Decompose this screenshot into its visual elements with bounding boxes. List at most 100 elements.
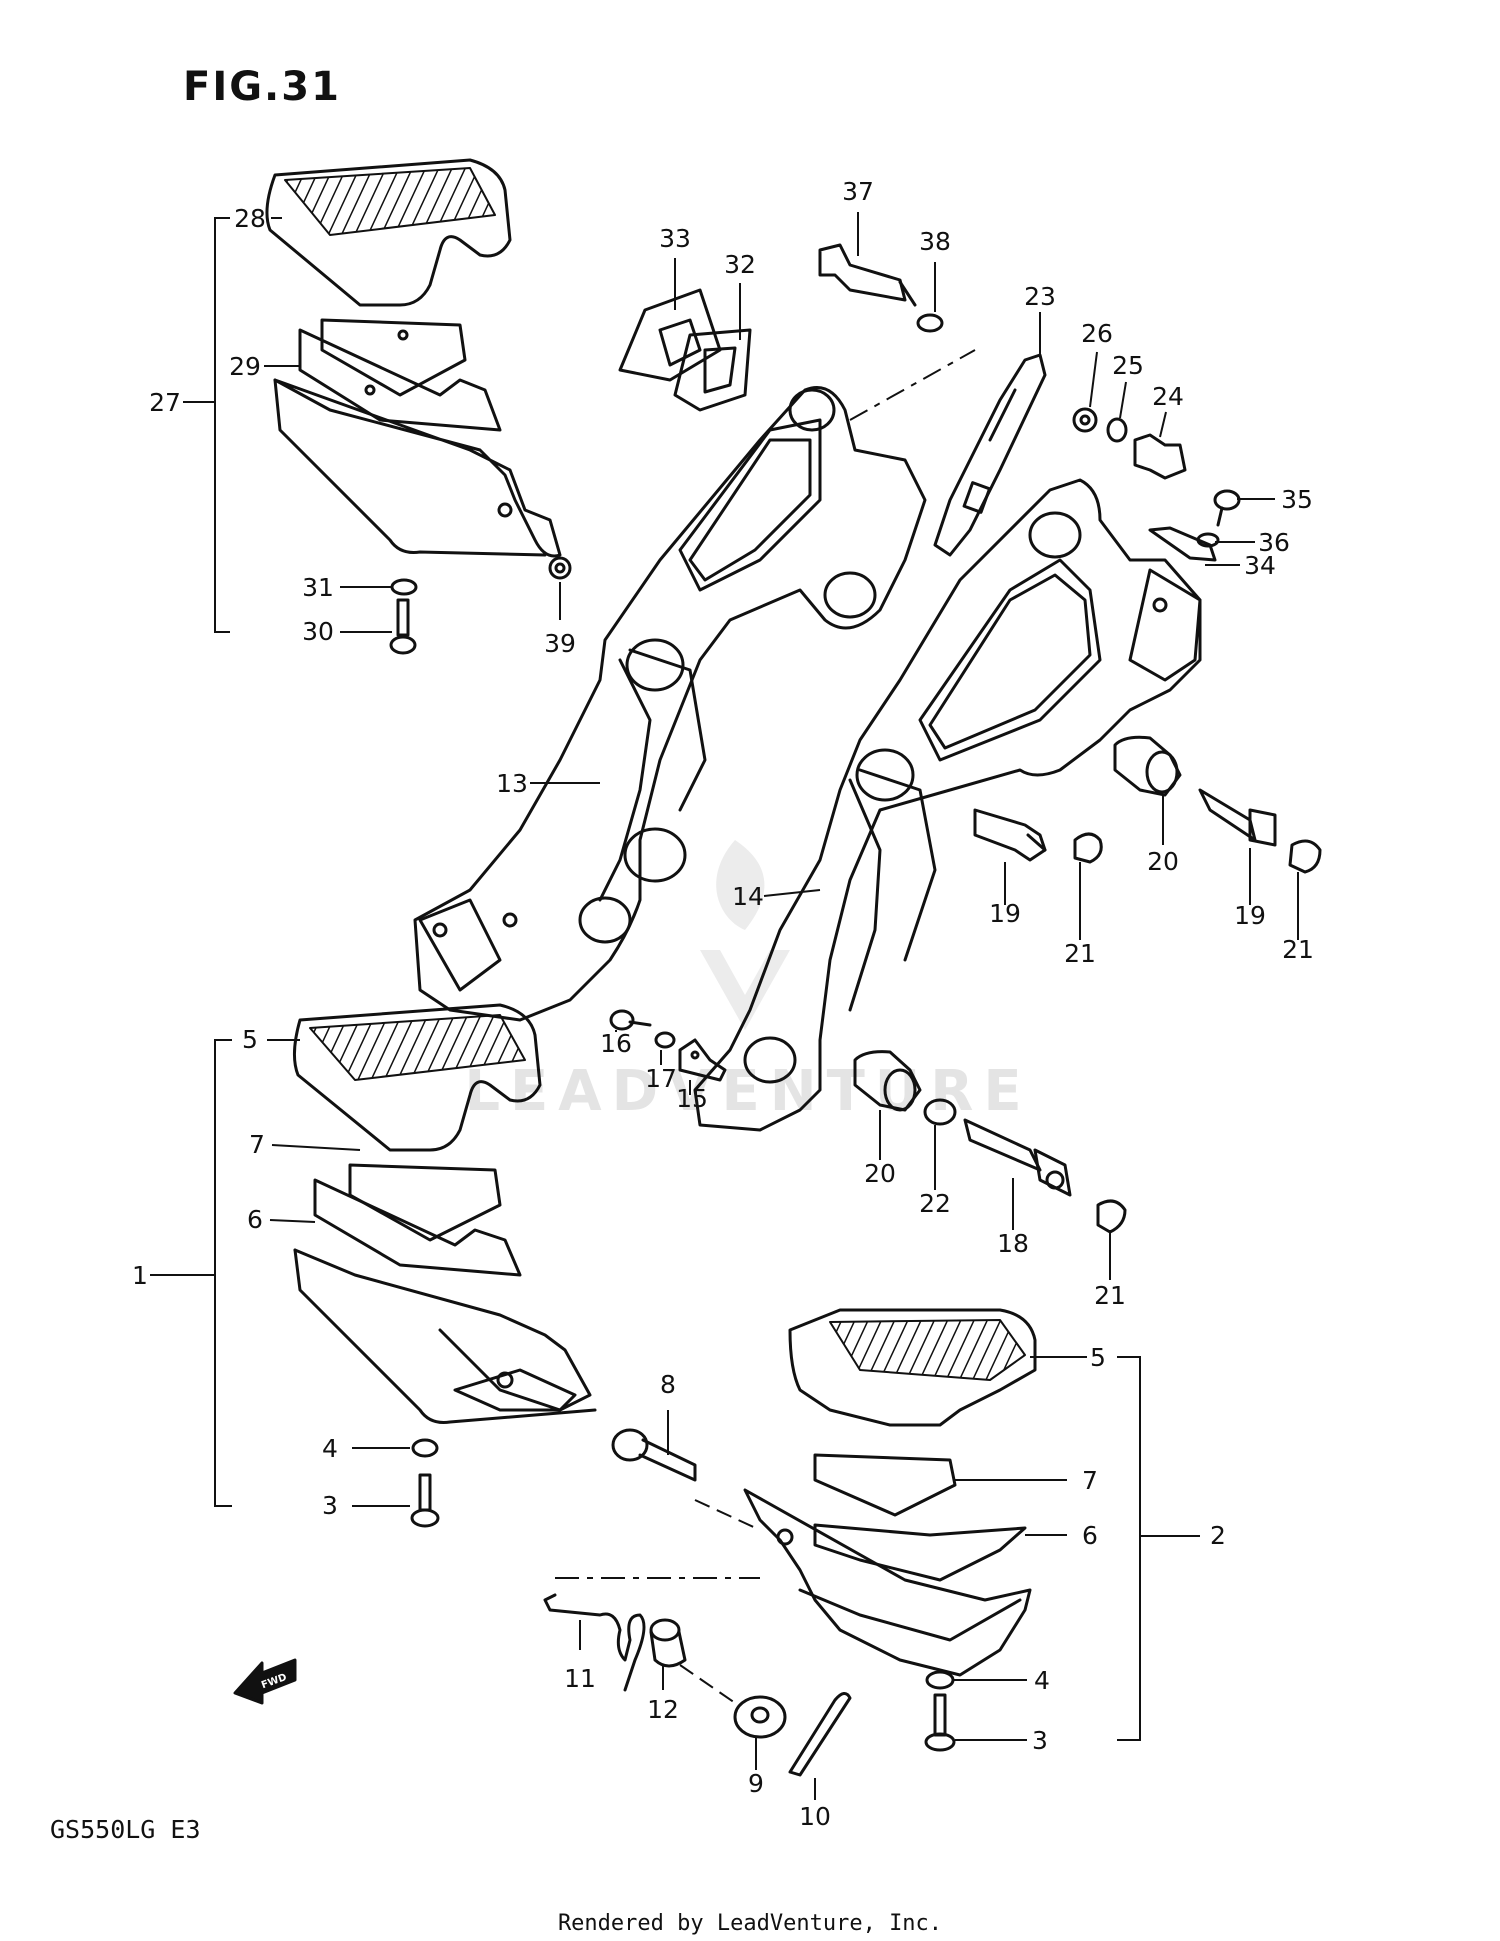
washer-4-right xyxy=(927,1672,953,1688)
footrest-plate-7-right xyxy=(815,1455,955,1515)
washer-25 xyxy=(1108,419,1126,441)
cap-21-c xyxy=(1098,1201,1125,1232)
callout-4-left: 4 xyxy=(322,1434,338,1463)
callout-5-left: 5 xyxy=(242,1025,258,1054)
callout-5-right: 5 xyxy=(1090,1343,1106,1372)
rendered-by-credit: Rendered by LeadVenture, Inc. xyxy=(558,1911,942,1936)
callout-17: 17 xyxy=(645,1064,677,1093)
footrest-bracket-14 xyxy=(695,480,1200,1130)
callout-23: 23 xyxy=(1024,282,1056,311)
callout-18: 18 xyxy=(997,1229,1029,1258)
washer-4-left xyxy=(413,1440,437,1456)
screw-35 xyxy=(1215,491,1239,525)
bolt-19-center xyxy=(975,810,1045,860)
callout-20-lower: 20 xyxy=(864,1159,896,1188)
spacer-20-lower xyxy=(855,1052,920,1110)
washer-31 xyxy=(392,580,416,594)
watermark: LEADVENTURE xyxy=(464,840,1031,1124)
callout-37: 37 xyxy=(842,177,874,206)
footrest-plate-6-right xyxy=(815,1525,1025,1580)
callout-7-left: 7 xyxy=(249,1130,265,1159)
washer-22 xyxy=(925,1100,955,1124)
footrest-assembly-2 xyxy=(745,1310,1035,1750)
cap-21-a xyxy=(1075,834,1101,862)
callout-14: 14 xyxy=(732,882,764,911)
footrest-plate-6-left xyxy=(315,1180,520,1275)
callout-22: 22 xyxy=(919,1189,951,1218)
callout-19-center: 19 xyxy=(989,899,1021,928)
footrest-plate-29 xyxy=(322,320,465,395)
leader-lines xyxy=(150,212,1299,1800)
nut-39 xyxy=(550,558,570,578)
callout-19-right: 19 xyxy=(1234,901,1266,930)
washer-9 xyxy=(735,1697,785,1737)
callout-34: 34 xyxy=(1244,551,1276,580)
callout-3-right: 3 xyxy=(1032,1726,1048,1755)
callout-1: 1 xyxy=(132,1261,148,1290)
callout-25: 25 xyxy=(1112,351,1144,380)
washer-17 xyxy=(656,1033,674,1047)
callout-32: 32 xyxy=(724,250,756,279)
washer-38 xyxy=(918,315,942,331)
callout-4-right: 4 xyxy=(1034,1666,1050,1695)
screw-30 xyxy=(391,600,415,653)
callout-9: 9 xyxy=(748,1769,764,1798)
callout-21-a: 21 xyxy=(1064,939,1096,968)
callout-29: 29 xyxy=(229,352,261,381)
spring-11 xyxy=(545,1595,644,1690)
pin-8 xyxy=(613,1430,695,1480)
callout-15: 15 xyxy=(676,1084,708,1113)
watermark-text: LEADVENTURE xyxy=(464,1059,1031,1124)
callout-16: 16 xyxy=(600,1029,632,1058)
callout-20-upper: 20 xyxy=(1147,847,1179,876)
pad-33 xyxy=(620,290,720,380)
cotter-pin-10 xyxy=(790,1693,850,1775)
callout-8: 8 xyxy=(660,1370,676,1399)
callout-38: 38 xyxy=(919,227,951,256)
bracket-34 xyxy=(1150,528,1215,560)
callout-39: 39 xyxy=(544,629,576,658)
spacer-20-upper xyxy=(1115,737,1180,795)
plate-23 xyxy=(935,355,1045,555)
bolt-18 xyxy=(965,1120,1070,1195)
model-code: GS550LG E3 xyxy=(50,1815,201,1844)
footrest-rubber-28 xyxy=(267,160,510,305)
callout-labels: 1 2 3 3 4 4 5 5 6 6 7 7 8 9 10 11 12 13 … xyxy=(132,177,1314,1831)
callout-6-right: 6 xyxy=(1082,1521,1098,1550)
footrest-assembly-1 xyxy=(294,1005,595,1526)
footrest-assembly-27 xyxy=(267,160,570,653)
footrest-rubber-5-left xyxy=(294,1005,540,1150)
callout-27: 27 xyxy=(149,388,181,417)
figure-title: FIG.31 xyxy=(183,64,341,110)
bolt-19-right xyxy=(1200,790,1275,845)
callout-21-c: 21 xyxy=(1094,1281,1126,1310)
cap-21-b xyxy=(1290,841,1320,872)
callout-21-b: 21 xyxy=(1282,935,1314,964)
bolt-24 xyxy=(1135,435,1185,478)
callout-31: 31 xyxy=(302,573,334,602)
callout-35: 35 xyxy=(1281,485,1313,514)
footrest-rubber-5-right xyxy=(790,1310,1035,1425)
callout-2: 2 xyxy=(1210,1521,1226,1550)
callout-13: 13 xyxy=(496,769,528,798)
bracket-15 xyxy=(680,1040,725,1080)
callout-33: 33 xyxy=(659,224,691,253)
footrest-bracket xyxy=(300,330,500,430)
callout-28: 28 xyxy=(234,204,266,233)
screw-3-left xyxy=(412,1475,438,1526)
screw-16 xyxy=(611,1011,650,1029)
washer-26 xyxy=(1074,409,1096,431)
fwd-arrow-icon xyxy=(235,1660,295,1703)
callout-36: 36 xyxy=(1258,528,1290,557)
footrest-bracket-13 xyxy=(415,388,925,1021)
callout-10: 10 xyxy=(799,1802,831,1831)
callout-12: 12 xyxy=(647,1695,679,1724)
callout-3-left: 3 xyxy=(322,1491,338,1520)
callout-7-right: 7 xyxy=(1082,1466,1098,1495)
footrest-plate-7-left xyxy=(350,1165,500,1240)
bolt-37 xyxy=(820,245,915,305)
screw-3-right xyxy=(926,1695,954,1750)
collar-12 xyxy=(651,1620,685,1666)
callout-26: 26 xyxy=(1081,319,1113,348)
